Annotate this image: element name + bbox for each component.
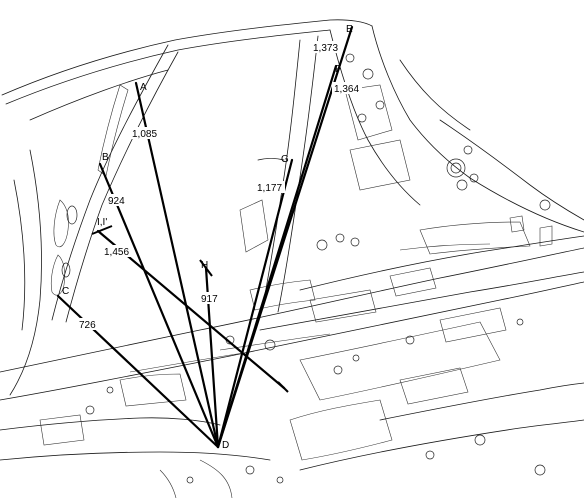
dimension-B-D: 924 bbox=[108, 196, 125, 207]
dimension-E-D: 1,373 bbox=[313, 43, 338, 54]
dimension-H-D: 917 bbox=[201, 294, 218, 305]
point-label-I: I,I' bbox=[97, 217, 107, 228]
point-label-C: C bbox=[62, 286, 69, 297]
line-G-D bbox=[216, 158, 294, 449]
point-label-D: D bbox=[222, 440, 229, 451]
dimension-C-D: 726 bbox=[79, 320, 96, 331]
dimension-G-D: 1,177 bbox=[257, 183, 282, 194]
line-B-D bbox=[98, 162, 220, 449]
point-label-A: A bbox=[140, 82, 147, 93]
vehicle-body-outline bbox=[0, 19, 584, 498]
point-label-G: G bbox=[281, 154, 289, 165]
line-I-I-prime bbox=[96, 229, 286, 390]
dimension-F-D: 1,364 bbox=[334, 84, 359, 95]
line-A-D bbox=[134, 81, 220, 449]
dimension-I-I-prime: 1,456 bbox=[104, 247, 129, 258]
point-label-H: H bbox=[201, 260, 208, 271]
dimension-labels: 1,085 924 726 1,373 1,364 1,177 917 1,45… bbox=[78, 41, 362, 331]
line-F-D bbox=[216, 64, 338, 449]
point-label-B: B bbox=[102, 152, 109, 163]
point-label-E: E bbox=[346, 24, 353, 35]
dimension-A-D: 1,085 bbox=[132, 129, 157, 140]
measurement-lines bbox=[56, 25, 354, 449]
point-label-F: F bbox=[335, 64, 341, 75]
point-labels: A B C D E F G H I,I' bbox=[62, 24, 353, 451]
